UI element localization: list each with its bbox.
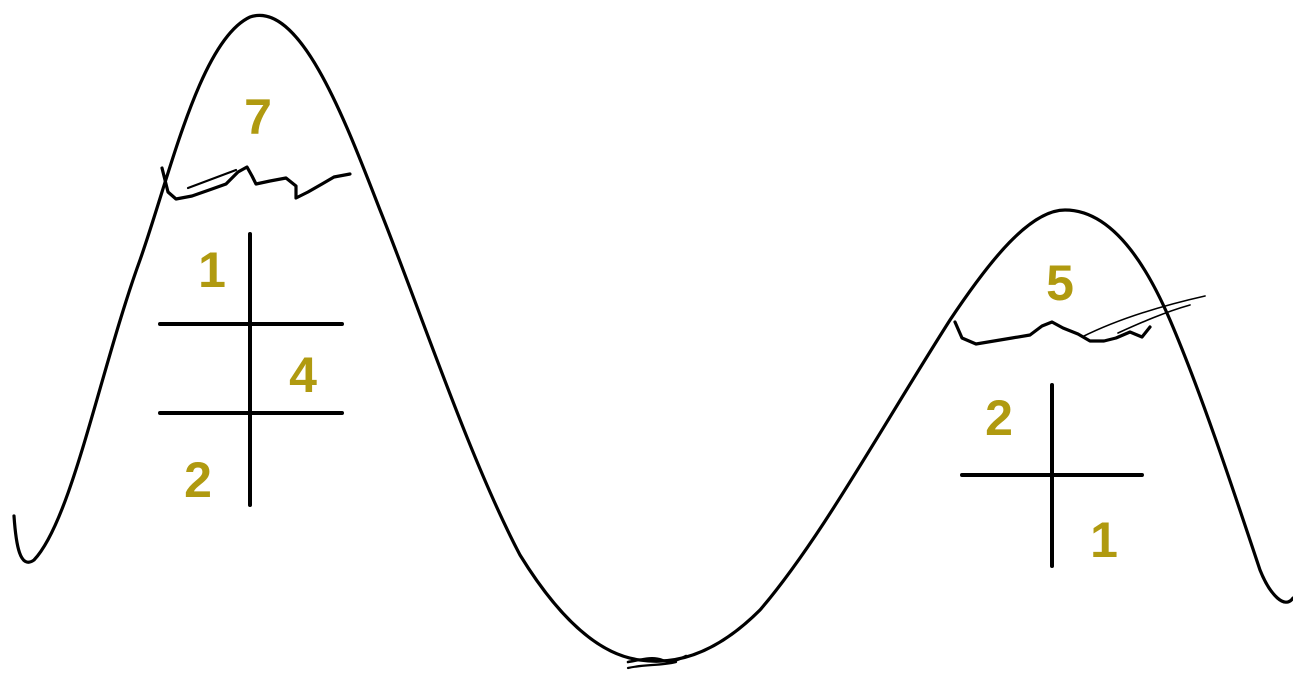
right-grid-number-bottom-right: 1: [1090, 512, 1118, 568]
left-grid-number-top-left: 1: [198, 242, 226, 298]
right-cap-crack-tick: [1082, 296, 1205, 337]
left-grid-number-middle-right: 4: [289, 347, 317, 403]
left-grid-number-bottom-left: 2: [184, 452, 212, 508]
left-cap-number: 7: [244, 89, 272, 145]
right-cap-number: 5: [1046, 255, 1074, 311]
right-cap-crack: [955, 322, 1150, 344]
left-cap-crack: [162, 167, 350, 199]
valley-scribble-2: [628, 662, 676, 668]
right-grid-number-top-left: 2: [985, 390, 1013, 446]
